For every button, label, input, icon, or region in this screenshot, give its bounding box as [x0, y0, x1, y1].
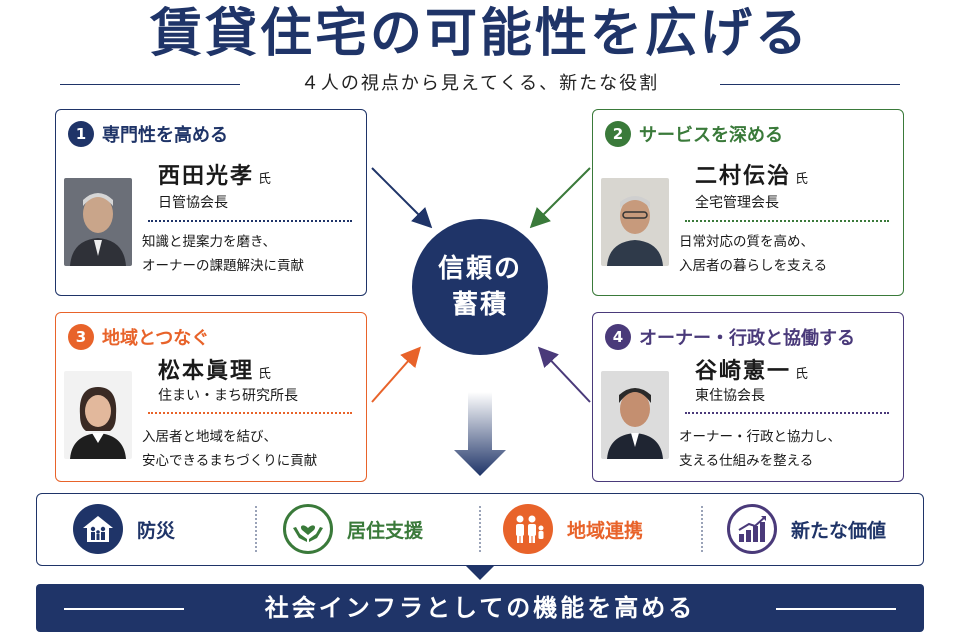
- card-heading: 地域とつなぐ: [102, 328, 210, 349]
- portrait-photo: [64, 178, 132, 266]
- arrow-4: [537, 346, 591, 403]
- card-number: 2: [605, 121, 631, 147]
- down-arrow: [454, 392, 506, 476]
- hands-heart-icon: [283, 504, 333, 554]
- perspective-card-1: 1 専門性を高める 西田光孝氏 日管協会長 知識と提案力を磨き、 オーナーの課題…: [55, 109, 367, 296]
- person-role: 全宅管理会長: [695, 195, 779, 211]
- portrait-photo: [601, 371, 669, 459]
- banner-rule-left: [64, 608, 184, 610]
- bottom-banner: 社会インフラとしての機能を高める: [36, 584, 924, 632]
- dotted-divider: [685, 412, 889, 414]
- impact-item-new-value: 新たな価値: [727, 494, 886, 564]
- arrow-3: [371, 346, 421, 403]
- card-heading: 専門性を高める: [102, 125, 228, 146]
- perspective-card-3: 3 地域とつなぐ 松本眞理氏 住まい・まち研究所長 入居者と地域を結び、 安心で…: [55, 312, 367, 482]
- card-number: 4: [605, 324, 631, 350]
- impact-separator: [255, 506, 257, 552]
- person-name: 二村伝治氏: [695, 164, 809, 189]
- card-header: 4 オーナー・行政と協働する: [605, 323, 855, 351]
- dotted-divider: [148, 412, 352, 414]
- person-name: 松本眞理氏: [158, 359, 272, 384]
- arrow-2: [529, 167, 591, 229]
- honorific: 氏: [258, 367, 272, 382]
- impact-label: 防災: [137, 519, 176, 542]
- honorific: 氏: [258, 172, 272, 187]
- perspective-card-4: 4 オーナー・行政と協働する 谷崎憲一氏 東住協会長 オーナー・行政と協力し、 …: [592, 312, 904, 482]
- house-family-icon: [73, 504, 123, 554]
- impact-label: 新たな価値: [791, 519, 887, 542]
- card-description: オーナー・行政と協力し、 支える仕組みを整える: [679, 429, 841, 469]
- trust-circle: 信頼の 蓄積: [412, 219, 548, 355]
- perspective-card-2: 2 サービスを深める 二村伝治氏 全宅管理会長 日常対応の質を高め、 入居者の暮…: [592, 109, 904, 296]
- card-description: 日常対応の質を高め、 入居者の暮らしを支える: [679, 234, 828, 274]
- impact-row: 防災 居住支援 地域連携 新たな価値: [36, 493, 924, 566]
- card-header: 2 サービスを深める: [605, 120, 783, 148]
- card-header: 3 地域とつなぐ: [68, 323, 209, 351]
- card-description: 知識と提案力を磨き、 オーナーの課題解決に貢献: [142, 234, 304, 274]
- banner-rule-right: [776, 608, 896, 610]
- impact-label: 地域連携: [567, 519, 644, 542]
- page-title: 賃貸住宅の可能性を広げる: [149, 3, 810, 64]
- card-number: 1: [68, 121, 94, 147]
- impact-separator: [701, 506, 703, 552]
- card-heading: オーナー・行政と協働する: [639, 328, 855, 349]
- honorific: 氏: [795, 172, 809, 187]
- impact-separator: [479, 506, 481, 552]
- person-role: 住まい・まち研究所長: [158, 388, 298, 404]
- down-arrow-small: [466, 566, 494, 580]
- card-number: 3: [68, 324, 94, 350]
- subtitle-rule-left: [60, 84, 240, 85]
- impact-item-disaster: 防災: [73, 494, 175, 564]
- dotted-divider: [148, 220, 352, 222]
- trust-line-2: 蓄積: [451, 290, 508, 320]
- impact-label: 居住支援: [347, 519, 424, 542]
- person-role: 東住協会長: [695, 388, 765, 404]
- portrait-photo: [601, 178, 669, 266]
- card-description: 入居者と地域を結び、 安心できるまちづくりに貢献: [142, 429, 318, 469]
- banner-text: 社会インフラとしての機能を高める: [264, 594, 696, 622]
- trust-line-1: 信頼の: [437, 254, 522, 284]
- person-name: 西田光孝氏: [158, 164, 272, 189]
- portrait-photo: [64, 371, 132, 459]
- impact-item-community: 地域連携: [503, 494, 643, 564]
- subtitle: ４人の視点から見えてくる、新たな役割: [300, 73, 660, 94]
- arrow-1: [371, 167, 433, 229]
- subtitle-rule-right: [720, 84, 900, 85]
- person-role: 日管協会長: [158, 195, 228, 211]
- card-heading: サービスを深める: [639, 125, 783, 146]
- honorific: 氏: [795, 367, 809, 382]
- person-name: 谷崎憲一氏: [695, 359, 809, 384]
- dotted-divider: [685, 220, 889, 222]
- growth-chart-icon: [727, 504, 777, 554]
- impact-item-housing-support: 居住支援: [283, 494, 423, 564]
- subtitle-row: ４人の視点から見えてくる、新たな役割: [60, 72, 900, 96]
- card-header: 1 専門性を高める: [68, 120, 228, 148]
- family-people-icon: [503, 504, 553, 554]
